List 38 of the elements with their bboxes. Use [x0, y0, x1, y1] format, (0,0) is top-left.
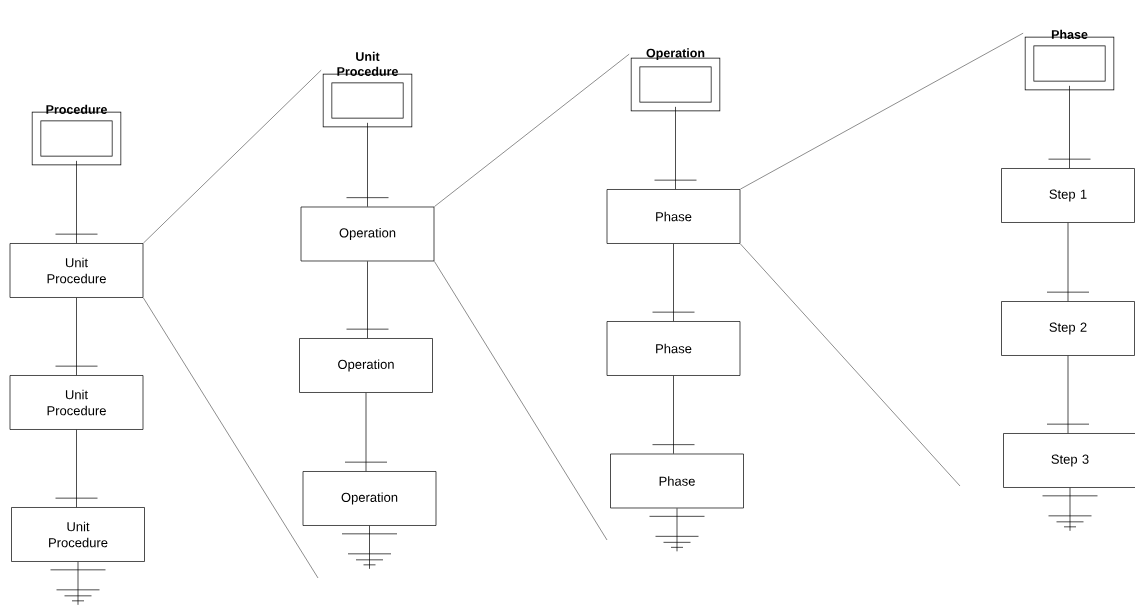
connector [346, 122, 389, 207]
step-box: Phase [610, 453, 744, 509]
connector [652, 375, 695, 454]
step-box: Unit Procedure [11, 507, 145, 562]
node-label: Unit Procedure [337, 51, 398, 76]
step-box: Phase [606, 189, 741, 244]
connector [344, 392, 388, 472]
start-box: Operation [630, 48, 721, 112]
connector [55, 429, 98, 508]
connector [654, 106, 697, 190]
connector [652, 243, 695, 322]
start-box: Procedure [31, 104, 122, 166]
step-box: Step 3 [1003, 433, 1135, 488]
step-box: Unit Procedure [9, 375, 144, 430]
step-box: Operation [299, 338, 433, 393]
zoom-line [143, 69, 322, 244]
step-box: Phase [606, 321, 741, 376]
connector [1046, 355, 1090, 434]
start-box: Unit Procedure [322, 51, 413, 128]
connector [1048, 85, 1091, 169]
node-label: Operation [646, 48, 705, 60]
connector [55, 160, 98, 244]
zoom-line [434, 261, 608, 541]
connector [1046, 222, 1090, 302]
node-label: Procedure [46, 104, 107, 114]
step-box: Operation [302, 471, 437, 526]
step-box: Unit Procedure [9, 243, 144, 298]
connector [346, 261, 389, 339]
step-box: Operation [300, 206, 435, 262]
start-box: Phase [1024, 29, 1115, 91]
zoom-line [434, 53, 630, 207]
zoom-line [740, 32, 1024, 190]
node-label: Phase [1051, 29, 1088, 39]
step-box: Step 2 [1001, 301, 1135, 356]
zoom-line [143, 297, 319, 579]
step-box: Step 1 [1001, 168, 1135, 223]
connector [55, 297, 98, 376]
zoom-line [740, 243, 961, 487]
